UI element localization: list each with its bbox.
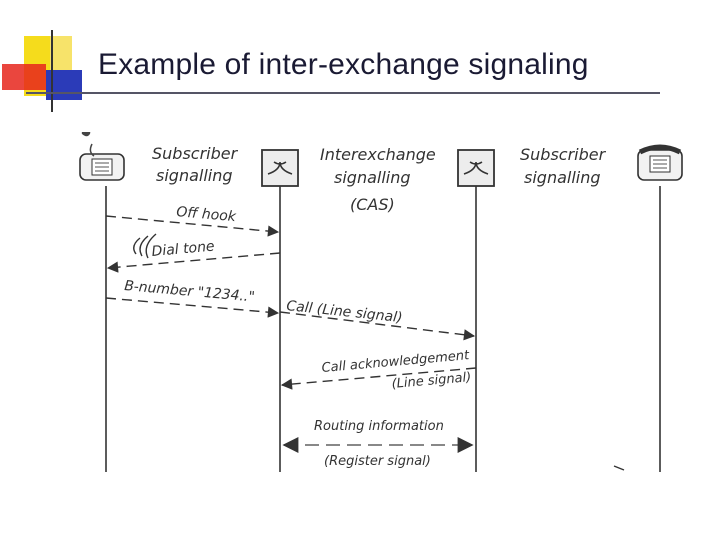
label-routing-information: Routing information	[314, 419, 444, 434]
label-call-acknowledgement-sub: (Line signal)	[391, 370, 472, 392]
header-right-line2: signalling	[524, 168, 601, 187]
switch-icon	[261, 149, 299, 187]
arrow-b-number	[105, 297, 280, 318]
label-dial-tone: Dial tone	[151, 239, 215, 260]
header-left-line1: Subscriber	[152, 144, 239, 163]
header-right-line1: Subscriber	[520, 145, 607, 164]
signaling-diagram: Subscriber signalling Interexchange sign…	[79, 132, 683, 472]
header-left-line2: signalling	[156, 166, 233, 185]
arrow-dial-tone	[106, 252, 281, 273]
phone-onhook-icon	[637, 144, 683, 181]
arrow-call-acknowledgement	[280, 367, 477, 390]
slide-title: Example of inter-exchange signaling	[98, 48, 589, 81]
label-off-hook: Off hook	[176, 204, 238, 225]
partial-arrow	[613, 465, 625, 471]
yellow-square	[50, 36, 72, 70]
header-middle-line2: signalling	[334, 168, 411, 187]
switch-icon	[457, 149, 495, 187]
header-middle-line3: (CAS)	[350, 195, 395, 214]
arrow-off-hook	[105, 215, 280, 237]
label-call: Call (Line signal)	[286, 298, 404, 326]
red-square	[2, 64, 46, 90]
slide-decoration	[2, 30, 660, 112]
label-routing-information-sub: (Register signal)	[324, 454, 431, 469]
header-middle-line1: Interexchange	[320, 145, 436, 164]
arrow-call	[279, 311, 476, 341]
phone-offhook-icon	[79, 132, 125, 181]
dial-tone-waves-icon	[133, 233, 157, 259]
